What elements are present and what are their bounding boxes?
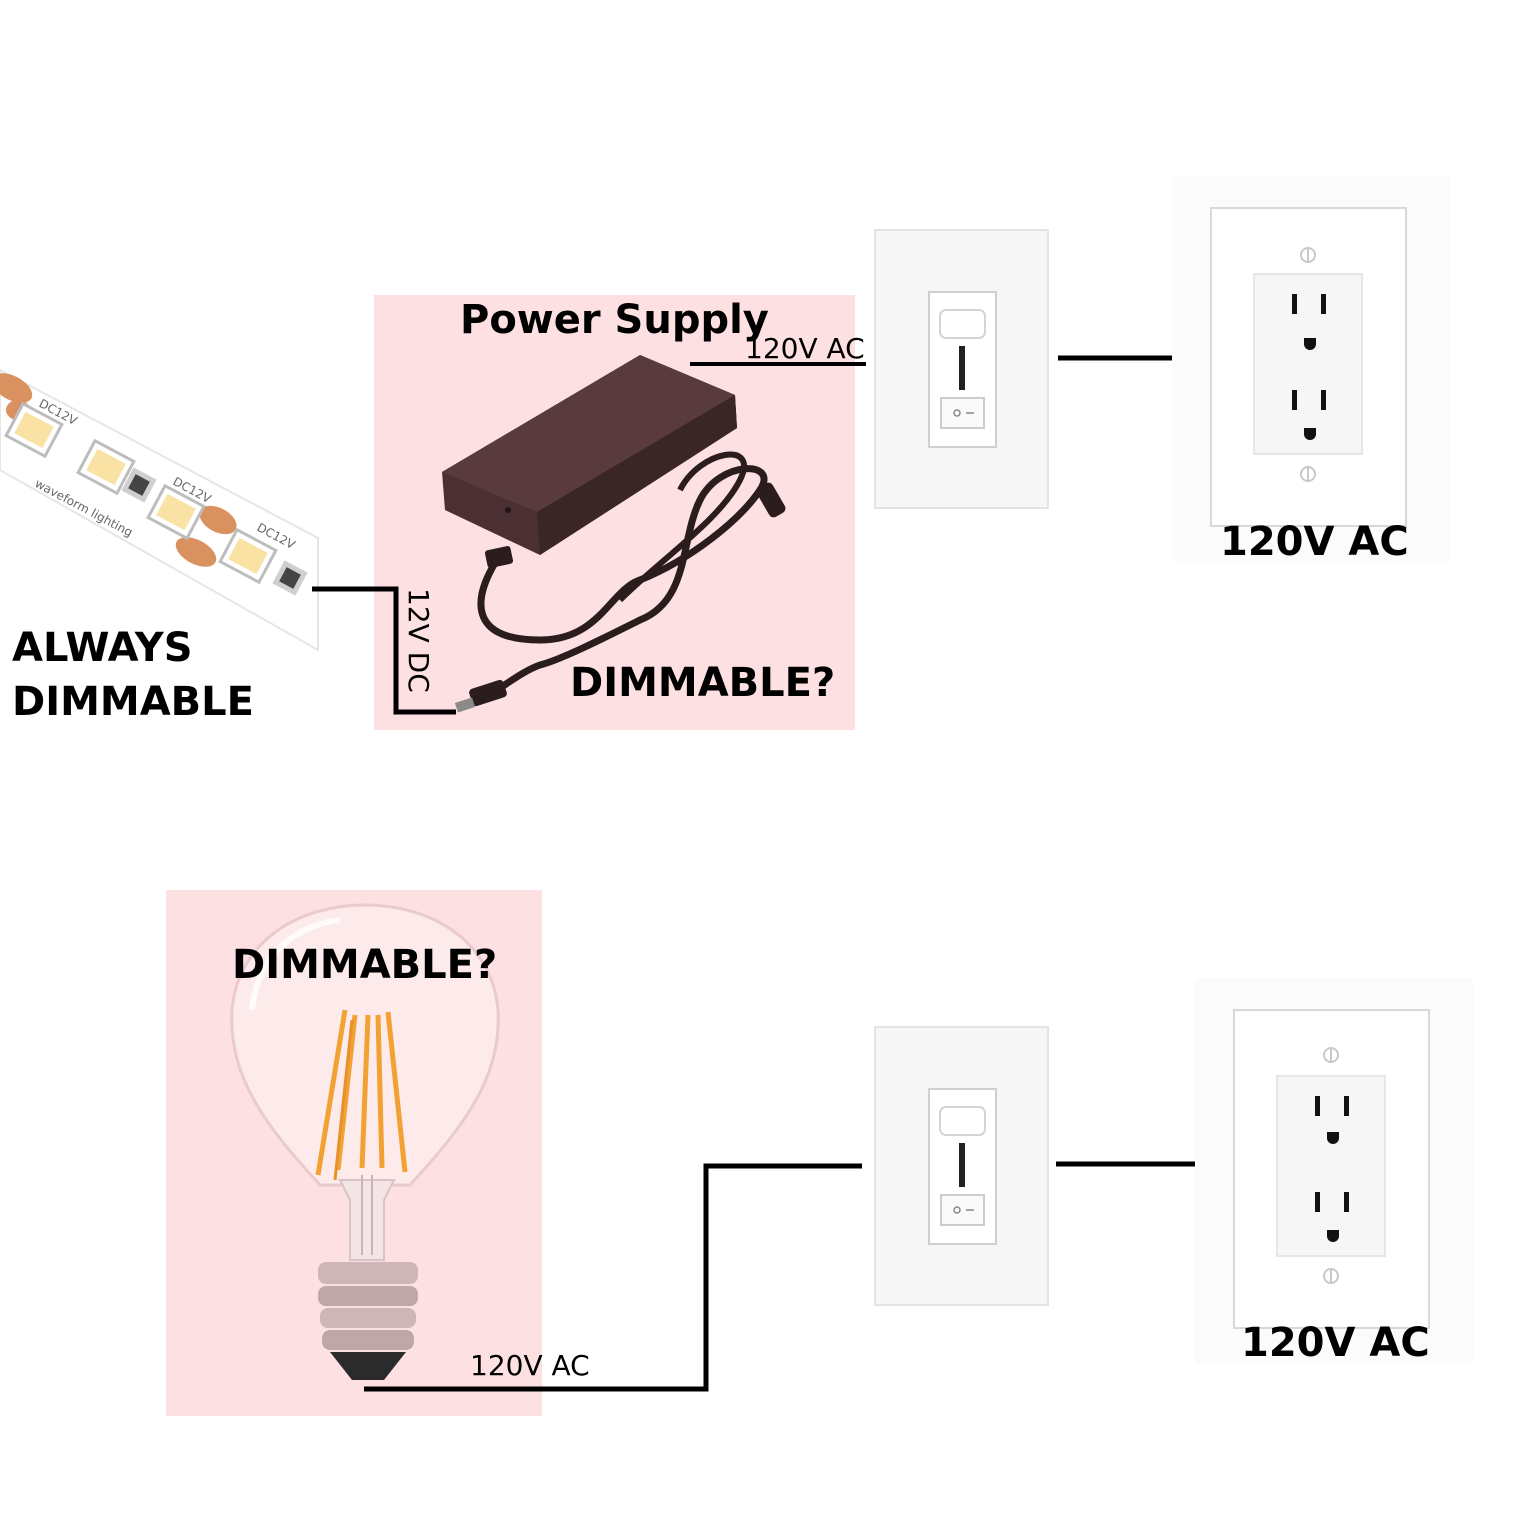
power-supply-title: Power Supply xyxy=(460,297,769,343)
resistor xyxy=(121,467,157,503)
power-supply-dimmable-question: DIMMABLE? xyxy=(570,660,836,706)
led-chip xyxy=(76,438,136,496)
led-chip xyxy=(4,401,64,459)
bulb-dimmable-question: DIMMABLE? xyxy=(232,942,498,988)
led-chip xyxy=(146,483,206,541)
outlet-top-label: 120V AC xyxy=(1220,519,1409,565)
dc-voltage-label: 12V DC xyxy=(402,588,435,693)
psu-ac-label: 120V AC xyxy=(745,332,865,365)
dimmer-switch-bottom xyxy=(874,1026,1049,1306)
wire-strip-to-psu xyxy=(312,586,456,715)
led-chip xyxy=(218,527,278,585)
outlet-bottom xyxy=(1195,978,1473,1363)
filament-bulb-image xyxy=(230,903,500,1380)
outlet-top xyxy=(1172,176,1450,561)
strip-label-dimmable: DIMMABLE xyxy=(12,679,254,725)
resistor xyxy=(272,560,308,596)
bulb-ac-label: 120V AC xyxy=(470,1349,590,1382)
outlet-bottom-label: 120V AC xyxy=(1241,1320,1430,1366)
led-strip: DC12V DC12V DC12V waveform lighting xyxy=(0,368,319,652)
strip-label-always: ALWAYS xyxy=(12,625,193,671)
power-supply-image xyxy=(442,355,786,713)
dimmer-switch-top xyxy=(874,229,1049,509)
wire-bulb-to-dimmer xyxy=(364,1163,862,1392)
